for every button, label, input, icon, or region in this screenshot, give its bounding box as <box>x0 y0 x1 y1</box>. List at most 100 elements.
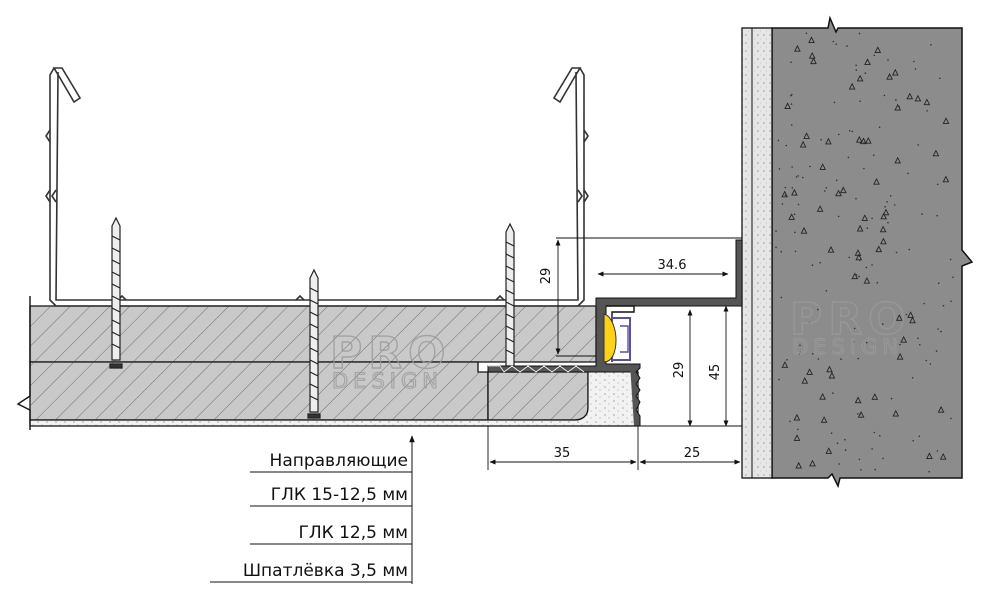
aggregate-dot <box>775 246 777 249</box>
aggregate-dot <box>809 165 811 168</box>
aggregate-dot <box>895 99 897 101</box>
aggregate-dot <box>836 442 839 445</box>
aggregate-dot <box>837 215 840 218</box>
aggregate-dot <box>855 197 857 200</box>
aggregate-dot <box>851 130 854 133</box>
aggregate-dot <box>871 264 873 266</box>
aggregate-dot <box>780 296 783 299</box>
aggregate-dot <box>858 458 861 461</box>
aggregate-dot <box>863 167 865 170</box>
aggregate-dot <box>871 217 873 220</box>
aggregate-dot <box>786 359 788 361</box>
aggregate-dot <box>829 450 832 453</box>
aggregate-dot <box>848 256 850 259</box>
aggregate-dot <box>784 194 787 196</box>
aggregate-dot <box>950 300 952 303</box>
aggregate-dot <box>876 281 879 284</box>
aggregate-dot <box>817 308 819 311</box>
aggregate-dot <box>859 100 861 102</box>
aggregate-dot <box>777 139 780 142</box>
dim-shelf-width: 34.6 <box>658 258 687 273</box>
aggregate-dot <box>846 45 848 47</box>
aggregate-dot <box>860 469 862 471</box>
concrete-wall <box>771 15 974 489</box>
aggregate-dot <box>802 176 804 179</box>
aggregate-dot <box>917 337 919 340</box>
aggregate-dot <box>820 138 822 141</box>
aggregate-dot <box>793 213 796 216</box>
aggregate-dot <box>858 259 861 262</box>
aggregate-dot <box>937 328 939 330</box>
aggregate-dot <box>784 186 787 189</box>
aggregate-dot <box>795 176 798 178</box>
aggregate-dot <box>879 435 881 437</box>
aggregate-dot <box>905 313 908 316</box>
screws <box>109 216 519 419</box>
aggregate-dot <box>864 72 867 74</box>
aggregate-dot <box>899 343 901 346</box>
aggregate-dot <box>890 397 893 400</box>
screw-1 <box>109 216 123 369</box>
aggregate-dot <box>797 428 799 431</box>
aggregate-dot <box>930 44 932 46</box>
aggregate-dot <box>840 358 842 360</box>
aggregate-dot <box>797 203 800 206</box>
aggregate-dot <box>833 101 836 104</box>
aggregate-dot <box>925 359 928 362</box>
aggregate-dot <box>825 290 828 292</box>
aggregate-dot <box>832 392 834 394</box>
aggregate-dot <box>825 187 828 189</box>
aggregate-dot <box>923 302 925 305</box>
watermark-right-line2: DESIGN <box>792 335 903 359</box>
dim-inner-height: 29 <box>672 362 687 379</box>
aggregate-dot <box>917 144 919 146</box>
aggregate-dot <box>778 168 781 170</box>
aggregate-dot <box>838 463 840 465</box>
callout-leaders <box>210 435 415 584</box>
aggregate-dot <box>855 64 857 67</box>
aggregate-dot <box>794 250 797 253</box>
aggregate-dot <box>790 124 793 126</box>
callout-guides: Направляющие <box>270 451 408 471</box>
aggregate-dot <box>912 439 914 442</box>
aggregate-dot <box>936 450 939 452</box>
aggregate-dot <box>791 166 793 168</box>
aggregate-dot <box>929 363 932 365</box>
screw-2 <box>307 268 321 419</box>
aggregate-dot <box>859 142 862 144</box>
dim-shelf-height: 29 <box>539 268 554 285</box>
aggregate-dot <box>883 94 886 97</box>
dim-total-height: 45 <box>708 364 723 381</box>
aggregate-dot <box>949 258 952 261</box>
aggregate-dot <box>830 432 833 435</box>
aggregate-dot <box>799 351 802 353</box>
aggregate-dot <box>939 77 941 80</box>
aggregate-dot <box>790 103 793 105</box>
dimension-lines <box>487 237 743 470</box>
aggregate-dot <box>811 264 814 267</box>
aggregate-dot <box>865 341 868 344</box>
aggregate-dot <box>884 206 886 208</box>
dim-base-width: 35 <box>554 446 571 461</box>
aggregate-dot <box>844 438 846 441</box>
aggregate-dot <box>873 431 876 434</box>
aggregate-dot <box>790 94 792 97</box>
aggregate-dot <box>935 350 938 352</box>
aggregate-dot <box>855 69 858 71</box>
aggregate-dot <box>808 321 811 324</box>
watermark-left-line2: DESIGN <box>332 369 443 393</box>
aggregate-dot <box>853 341 855 343</box>
callout-gkl-1: ГЛК 15-12,5 мм <box>271 485 408 505</box>
callout-putty: Шпатлёвка 3,5 мм <box>243 561 408 581</box>
aggregate-dot <box>926 110 928 112</box>
aggregate-dot <box>942 304 945 307</box>
aggregate-dot <box>848 129 851 132</box>
aggregate-dot <box>914 68 917 70</box>
aggregate-dot <box>888 75 890 77</box>
dim-offset-width: 25 <box>684 446 701 461</box>
watermark-right-line1: PRO <box>790 294 912 345</box>
aggregate-dot <box>791 187 794 189</box>
aggregate-dot <box>913 60 915 63</box>
aggregate-dot <box>873 54 876 57</box>
